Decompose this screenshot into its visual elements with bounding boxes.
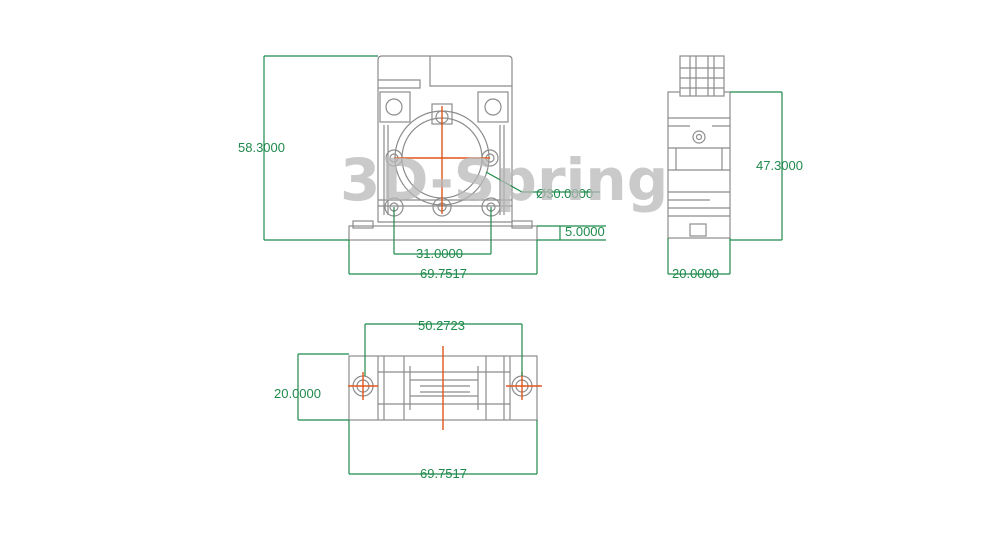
front-width-dimension-line bbox=[348, 240, 538, 275]
front-right-ear bbox=[477, 91, 509, 123]
bottom-width-dimension-line bbox=[348, 420, 538, 475]
front-left-ear bbox=[379, 91, 411, 123]
side-pivot-hole-inner bbox=[695, 133, 703, 141]
side-height-label: 47.3000 bbox=[756, 158, 803, 173]
bottom-centerlines bbox=[348, 346, 542, 430]
watermark-text: 3D-Spring bbox=[340, 146, 668, 214]
front-base-dimension-line bbox=[537, 225, 606, 241]
front-height-dimension-line bbox=[263, 55, 378, 241]
front-right-foot bbox=[511, 220, 533, 229]
side-top-clamp bbox=[679, 55, 725, 97]
front-bore-diameter-label: Ø30.0000 bbox=[536, 186, 593, 201]
side-body-outline bbox=[667, 91, 731, 239]
bottom-spacing-dimension-line bbox=[364, 323, 523, 376]
front-width-label: 69.7517 bbox=[420, 266, 467, 281]
side-height-dimension-line bbox=[730, 91, 783, 241]
front-view: 58.3000 31.0000 5.0000 69.7517 Ø30.0000 bbox=[238, 55, 606, 281]
front-top-step bbox=[378, 56, 512, 89]
bottom-depth-label: 20.0000 bbox=[274, 386, 321, 401]
front-bore-leader bbox=[485, 171, 600, 193]
front-pitch-label: 31.0000 bbox=[416, 246, 463, 261]
front-left-foot bbox=[352, 220, 374, 229]
front-pitch-dimension-line bbox=[393, 207, 492, 255]
bottom-depth-dimension-line bbox=[297, 353, 349, 421]
front-right-ear-hole bbox=[484, 98, 502, 116]
front-left-ear-hole bbox=[385, 98, 403, 116]
front-side-ribs bbox=[378, 125, 512, 215]
side-view: 47.3000 20.0000 bbox=[667, 55, 803, 281]
side-clamp-slots bbox=[680, 56, 724, 96]
side-pivot-hole bbox=[692, 130, 706, 144]
front-base-flange bbox=[348, 225, 538, 241]
side-base-tab bbox=[689, 223, 707, 237]
side-inner-ribs bbox=[668, 117, 730, 217]
bottom-spacing-label: 50.2723 bbox=[418, 318, 465, 333]
bottom-inner-pockets bbox=[377, 356, 511, 420]
side-width-label: 20.0000 bbox=[672, 266, 719, 281]
bottom-view: 50.2723 20.0000 69.7517 bbox=[274, 318, 542, 481]
front-centerline bbox=[394, 106, 490, 214]
side-width-dimension-line bbox=[667, 238, 731, 275]
front-height-label: 58.3000 bbox=[238, 140, 285, 155]
bottom-width-label: 69.7517 bbox=[420, 466, 467, 481]
front-base-thickness-label: 5.0000 bbox=[565, 224, 605, 239]
